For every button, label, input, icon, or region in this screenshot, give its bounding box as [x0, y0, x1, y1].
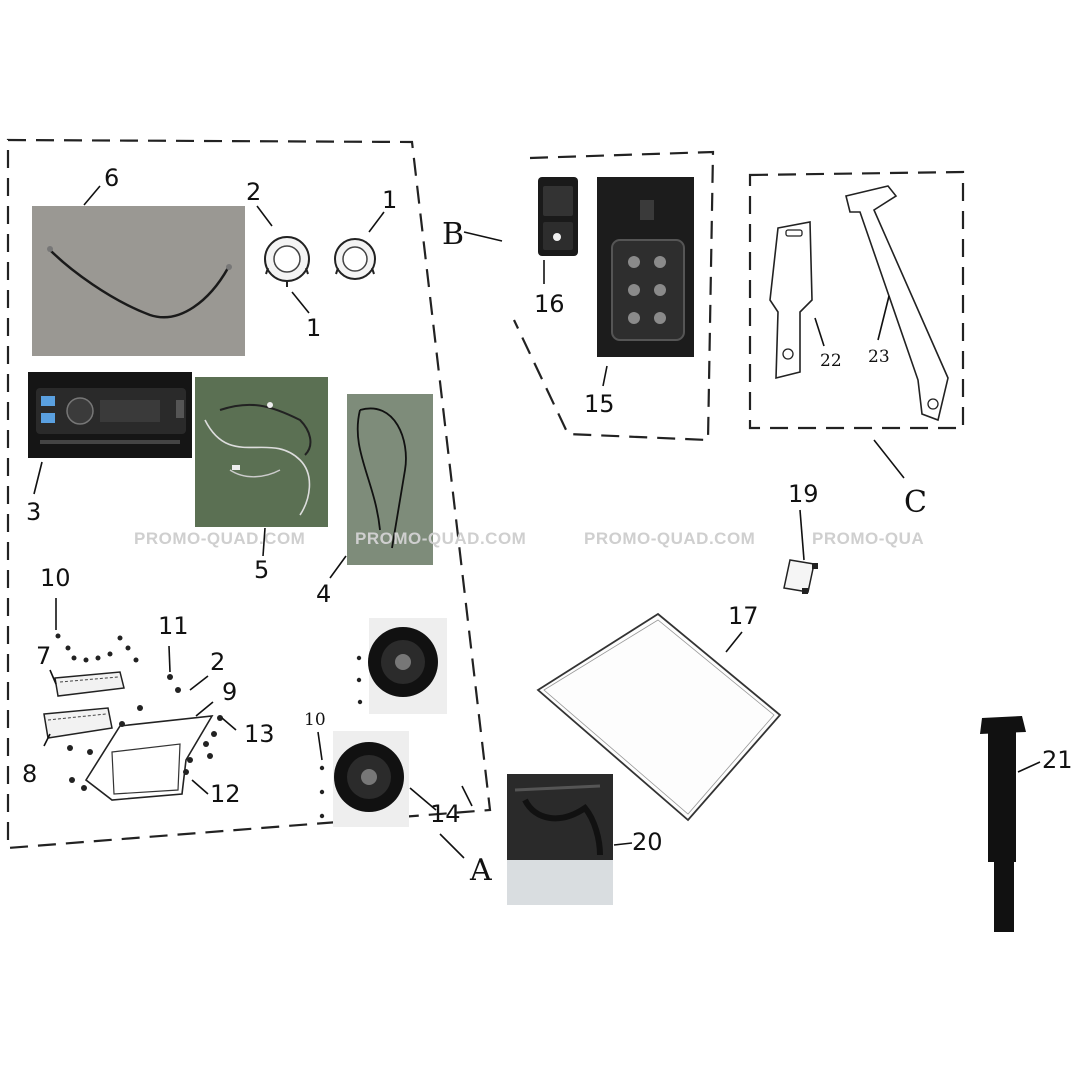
callout-20: 20 — [632, 828, 663, 856]
speaker-screws — [319, 655, 363, 819]
wiring-harness-5 — [195, 377, 328, 527]
radio-head-unit-3 — [28, 372, 192, 458]
callout-23: 23 — [868, 347, 890, 367]
antenna-cable-4 — [347, 394, 433, 565]
watermark-3: PROMO-QUAD.COM — [584, 529, 755, 548]
callout-4: 4 — [316, 580, 331, 608]
bag-photo-20 — [507, 774, 613, 905]
callout-22: 22 — [820, 351, 842, 371]
callout-15: 15 — [584, 390, 615, 418]
group-b-outline — [513, 150, 715, 442]
callout-6: 6 — [104, 164, 119, 192]
speaker-upper — [368, 618, 447, 714]
callout-19: 19 — [788, 480, 819, 508]
housing-9 — [84, 715, 214, 801]
group-letter-b: B — [442, 217, 464, 252]
speaker-lower — [333, 731, 409, 827]
callout-12: 12 — [210, 780, 241, 808]
ring-part-2-1 — [264, 236, 310, 287]
mat-17 — [536, 612, 782, 822]
leader-lines — [33, 185, 1041, 859]
clip-19 — [783, 559, 818, 594]
callout-21: 21 — [1042, 746, 1071, 774]
strap-23 — [845, 185, 949, 422]
ring-part-1 — [334, 238, 376, 280]
callout-10-right: 10 — [304, 710, 326, 730]
callout-2-lower: 2 — [210, 648, 225, 676]
callout-9: 9 — [222, 678, 237, 706]
callout-11: 11 — [158, 612, 189, 640]
group-c-outline — [748, 170, 965, 430]
strap-22 — [769, 221, 813, 380]
cable-photo-6 — [32, 206, 245, 356]
callout-3: 3 — [26, 498, 41, 526]
callout-17: 17 — [728, 602, 759, 630]
group-a-outline — [6, 138, 492, 850]
callout-2-top: 2 — [246, 178, 261, 206]
callout-7: 7 — [36, 642, 51, 670]
callout-5: 5 — [254, 556, 269, 584]
bolt-21 — [980, 716, 1026, 932]
callout-8: 8 — [22, 760, 37, 788]
watermark-4: PROMO-QUA — [812, 529, 924, 548]
bracket-7 — [54, 671, 125, 697]
watermark-1: PROMO-QUAD.COM — [134, 529, 305, 548]
callout-13: 13 — [244, 720, 275, 748]
callout-10-left: 10 — [40, 564, 71, 592]
callout-16: 16 — [534, 290, 565, 318]
callout-1-lower: 1 — [306, 314, 321, 342]
callout-1-top: 1 — [382, 186, 397, 214]
work-light-15 — [597, 177, 694, 357]
callout-14: 14 — [430, 800, 461, 828]
bracket-8 — [43, 707, 113, 739]
rocker-switch-16 — [538, 177, 578, 256]
group-letter-a: A — [469, 853, 492, 888]
watermark-2: PROMO-QUAD.COM — [355, 529, 526, 548]
screws-group — [55, 633, 223, 791]
group-letter-c: C — [904, 485, 927, 520]
